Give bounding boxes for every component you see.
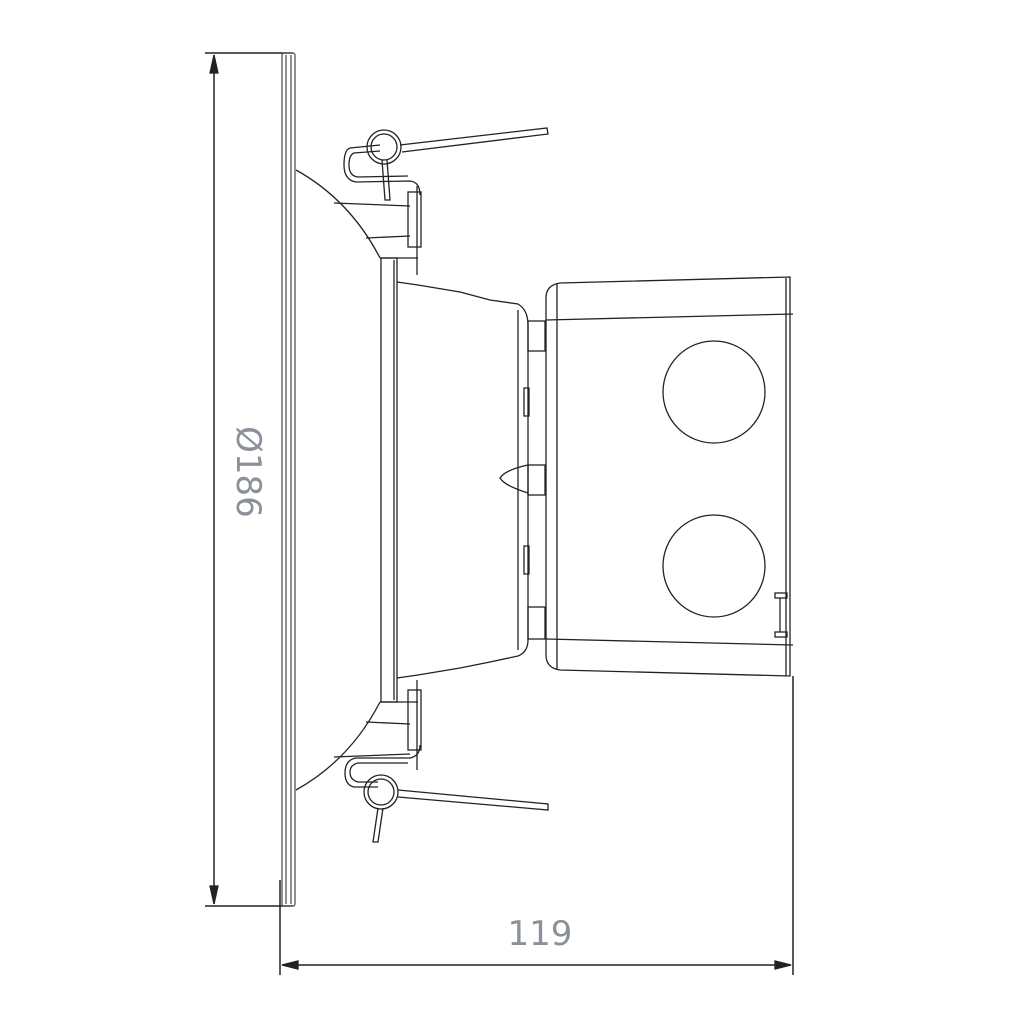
spring-clip-top xyxy=(343,127,549,201)
knockout-hole-top xyxy=(662,340,766,444)
depth-dimension-line xyxy=(279,676,794,975)
bezel-flange xyxy=(281,52,296,907)
diameter-dimension-label: Ø186 xyxy=(228,426,268,518)
reflector-housing xyxy=(295,169,418,791)
driver-body xyxy=(396,281,546,679)
depth-dimension-label: 119 xyxy=(507,914,573,954)
knockout-hole-bottom xyxy=(662,514,766,618)
spring-clip-bottom xyxy=(344,744,549,843)
junction-box xyxy=(545,276,794,677)
clip-bracket-top xyxy=(407,186,422,275)
diameter-dimension-line xyxy=(205,52,293,907)
